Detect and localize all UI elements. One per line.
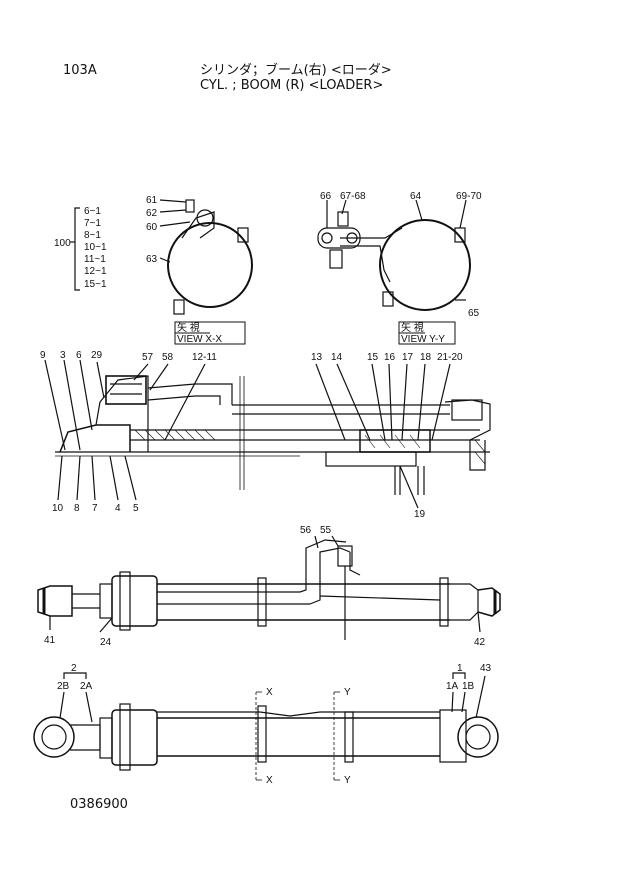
callout-64: 64	[410, 191, 422, 202]
callout-2a: 2A	[80, 681, 93, 692]
callout-24: 24	[100, 637, 112, 648]
seal-kit-bracket	[70, 207, 80, 291]
view-xx-caption-jp: 矢 視	[177, 321, 200, 334]
callout-8: 8	[74, 503, 80, 514]
callout-7: 7	[92, 503, 98, 514]
callout-14: 14	[331, 352, 343, 363]
callout-61: 61	[146, 195, 158, 206]
cylinder-side-view	[37, 535, 501, 640]
cylinder-top-labels: 2 2B 2A 1 1A 1B 43 X Y X Y	[57, 663, 492, 786]
callout-62: 62	[146, 208, 158, 219]
section-mark-x: X	[266, 775, 273, 786]
seal-kit-item: 10~1	[84, 242, 107, 253]
callout-55: 55	[320, 525, 332, 536]
view-xx-drawing	[159, 199, 253, 345]
callout-57: 57	[142, 352, 154, 363]
callout-29: 29	[91, 350, 103, 361]
callout-16: 16	[384, 352, 396, 363]
callout-13: 13	[311, 352, 323, 363]
callout-12-11: 12-11	[192, 352, 217, 363]
view-yy-caption-jp: 矢 視	[401, 321, 424, 334]
view-yy-labels: 66 67-68 64 69-70 65 矢 視 VIEW Y-Y	[320, 191, 482, 345]
view-xx-caption: VIEW X-X	[177, 334, 222, 345]
callout-19: 19	[414, 509, 426, 520]
seal-kit-item: 15~1	[84, 279, 107, 290]
seal-kit-item: 11~1	[84, 254, 106, 265]
callout-42: 42	[474, 637, 486, 648]
callout-3: 3	[60, 350, 66, 361]
callout-56: 56	[300, 525, 312, 536]
seal-kit-item: 8~1	[84, 230, 101, 241]
callout-41: 41	[44, 635, 56, 646]
cylinder-side-labels: 56 55 41 24 42	[44, 525, 486, 648]
section-mark-x: X	[266, 687, 273, 698]
callout-4: 4	[115, 503, 121, 514]
callout-9: 9	[40, 350, 46, 361]
callout-66: 66	[320, 191, 332, 202]
section-labels: 9 3 6 29 57 58 12-11 13 14 15 16 17 18 2…	[40, 350, 463, 520]
callout-17: 17	[402, 352, 414, 363]
callout-58: 58	[162, 352, 174, 363]
callout-67-68: 67-68	[340, 191, 366, 202]
callout-2: 2	[71, 663, 77, 674]
callout-63: 63	[146, 254, 158, 265]
callout-10: 10	[52, 503, 64, 514]
callout-15: 15	[367, 352, 379, 363]
title-japanese: シリンダ；ブーム(右) <ローダ>	[200, 63, 392, 78]
seal-kit-group: 100	[54, 238, 71, 249]
callout-1: 1	[457, 663, 463, 674]
seal-kit-item: 12~1	[84, 266, 107, 277]
rod-head-section	[44, 359, 491, 509]
callout-65: 65	[468, 308, 480, 319]
callout-5: 5	[133, 503, 139, 514]
seal-kit-item: 7~1	[84, 218, 101, 229]
view-yy-drawing	[317, 199, 471, 345]
callout-1b: 1B	[462, 681, 475, 692]
section-mark-y: Y	[344, 687, 351, 698]
callout-18: 18	[420, 352, 432, 363]
callout-21-20: 21-20	[437, 352, 463, 363]
callout-1a: 1A	[446, 681, 459, 692]
document-number: 0386900	[70, 797, 128, 812]
cylinder-top-view	[33, 672, 499, 781]
callout-69-70: 69-70	[456, 191, 482, 202]
callout-6: 6	[76, 350, 82, 361]
seal-kit-item: 6~1	[84, 206, 101, 217]
view-xx-labels: 61 62 60 63 矢 視 VIEW X-X	[146, 195, 222, 345]
section-mark-y: Y	[344, 775, 351, 786]
view-yy-caption: VIEW Y-Y	[401, 334, 445, 345]
seal-kit-labels: 100 6~1 7~1 8~1 10~1 11~1 12~1 15~1	[54, 206, 107, 290]
title-english: CYL. ; BOOM (R) <LOADER>	[200, 78, 384, 93]
callout-2b: 2B	[57, 681, 70, 692]
callout-60: 60	[146, 222, 158, 233]
callout-43: 43	[480, 663, 492, 674]
page-code: 103A	[63, 63, 97, 78]
